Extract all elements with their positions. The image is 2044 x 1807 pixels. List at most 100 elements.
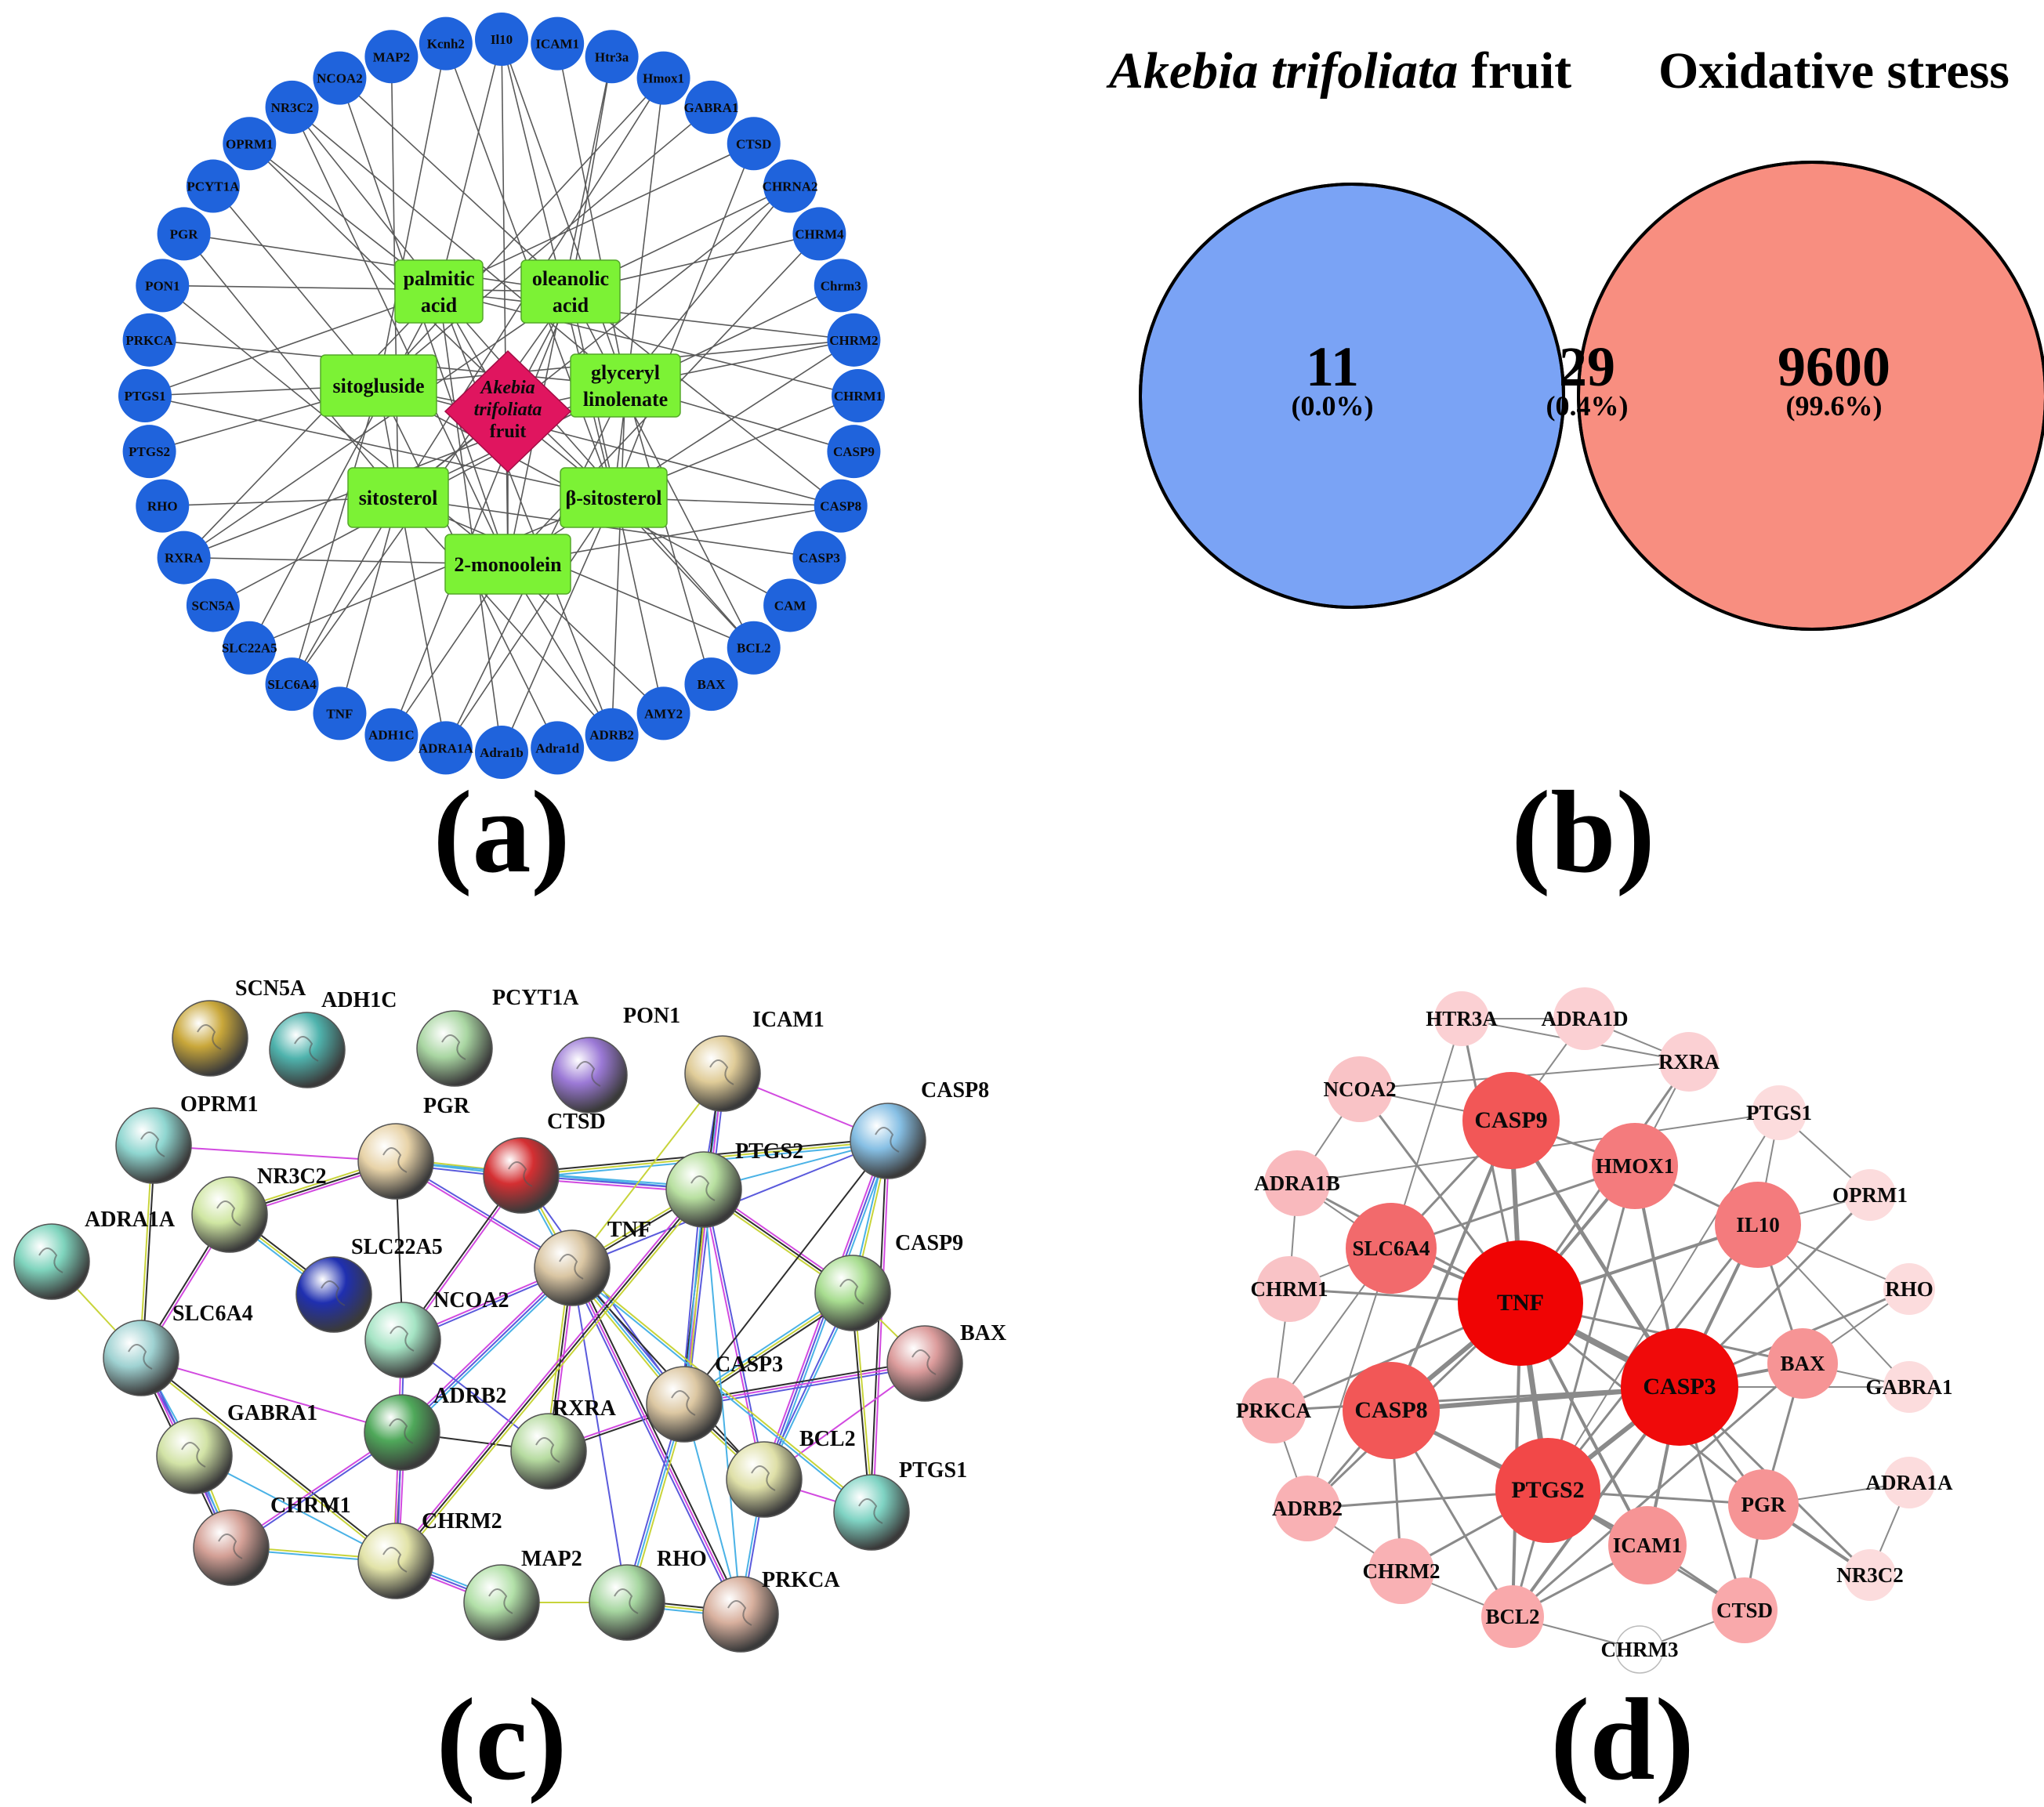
c-node-label: SLC22A5	[351, 1235, 443, 1259]
a-target-label: RXRA	[165, 551, 204, 566]
d-node-label: BAX	[1780, 1352, 1825, 1375]
a-target-node-slc22a5: SLC22A5	[222, 621, 277, 675]
a-target-node-hmox1: Hmox1	[636, 51, 690, 105]
d-node-label: ADRA1B	[1254, 1171, 1340, 1195]
d-node-rho: RHO	[1883, 1263, 1935, 1315]
a-target-label: PTGS1	[125, 389, 166, 404]
panel-b-label: (b)	[1511, 767, 1654, 897]
a-target-node-adh1c: ADH1C	[364, 708, 419, 762]
d-node-rxra: RXRA	[1658, 1032, 1720, 1092]
d-node-label: PRKCA	[1236, 1399, 1311, 1422]
a-compound-label: sitosterol	[359, 487, 438, 509]
a-compound-label: β-sitosterol	[566, 487, 662, 509]
a-compound-sitosterol: sitosterol	[347, 467, 449, 528]
d-node-label: ICAM1	[1613, 1534, 1683, 1557]
a-compound-label: oleanolic	[532, 267, 609, 290]
c-node-casp9: CASP9	[814, 1231, 963, 1331]
a-edge	[212, 186, 379, 386]
d-node-chrm1: CHRM1	[1251, 1256, 1328, 1322]
c-edge	[140, 1358, 396, 1563]
c-node-label: ADRB2	[433, 1384, 506, 1408]
a-target-label: CHRNA2	[763, 179, 818, 194]
a-compound-monoolein: 2-monoolein	[444, 534, 571, 595]
c-node-scn5a: SCN5A	[172, 976, 306, 1077]
a-edge	[438, 38, 502, 292]
d-node-label: OPRM1	[1832, 1183, 1908, 1207]
c-edge	[572, 1266, 873, 1512]
a-edge	[570, 291, 842, 507]
a-target-node-chrm4: CHRM4	[792, 207, 846, 261]
d-node-label: NCOA2	[1324, 1077, 1397, 1101]
d-node-adrb2: ADRB2	[1272, 1476, 1343, 1541]
d-node-label: PTGS2	[1511, 1477, 1584, 1503]
venn-overlap-pct: (0.4%)	[1546, 390, 1629, 422]
c-edge	[686, 1074, 727, 1405]
c-edge	[571, 1073, 723, 1269]
d-node-label: RXRA	[1658, 1050, 1720, 1074]
a-target-label: CHRM1	[834, 389, 882, 404]
a-target-label: CHRM4	[795, 226, 844, 241]
a-edge	[291, 107, 509, 565]
d-node-icam1: ICAM1	[1608, 1506, 1687, 1584]
c-node-adh1c: ADH1C	[269, 988, 397, 1088]
a-target-label: SCN5A	[191, 598, 235, 613]
d-node-slc6a4: SLC6A4	[1346, 1203, 1437, 1294]
d-node-label: IL10	[1736, 1213, 1780, 1237]
a-target-node-tnf: TNF	[313, 686, 367, 741]
panel-b-venn: Akebia trifoliata fruit Oxidative stress…	[1106, 42, 2044, 897]
a-target-node-ctsd: CTSD	[727, 117, 781, 171]
d-node-label: ADRB2	[1272, 1497, 1343, 1520]
c-node-label: CASP3	[715, 1353, 783, 1377]
a-target-node-scn5a: SCN5A	[186, 578, 240, 632]
c-node-nr3c2: NR3C2	[191, 1164, 327, 1253]
a-edge	[625, 385, 712, 685]
c-edge	[568, 1269, 739, 1616]
a-target-label: ADRA1A	[419, 741, 474, 755]
a-target-node-il10: Il10	[475, 13, 528, 66]
d-node-label: CHRM2	[1363, 1559, 1441, 1583]
c-node-label: PTGS2	[735, 1139, 803, 1164]
c-node-label: ADH1C	[321, 988, 397, 1012]
a-edge	[183, 233, 571, 292]
a-compound-label: linolenate	[583, 388, 668, 411]
c-node-ptgs1: PTGS1	[833, 1458, 967, 1551]
a-target-node-casp9: CASP9	[827, 425, 881, 479]
a-target-node-icam1: ICAM1	[531, 16, 585, 71]
c-node-bax: BAX	[886, 1321, 1006, 1402]
d-node-adra1d: ADRA1D	[1542, 987, 1629, 1050]
a-target-node-casp3: CASP3	[792, 531, 846, 585]
d-node-label: HMOX1	[1596, 1154, 1675, 1178]
d-node-gabra1: GABRA1	[1865, 1361, 1953, 1413]
d-edge	[1306, 1248, 1392, 1509]
a-target-node-adrb2: ADRB2	[585, 708, 639, 762]
a-target-node-ncoa2: NCOA2	[313, 51, 367, 105]
a-target-label: SLC22A5	[222, 641, 277, 656]
d-node-ctsd: CTSD	[1712, 1577, 1778, 1643]
c-node-adra1a: ADRA1A	[13, 1208, 176, 1300]
a-target-label: NR3C2	[271, 100, 313, 115]
a-edge	[613, 78, 665, 498]
venn-right-count: 9600	[1778, 335, 1890, 398]
d-node-label: CHRM3	[1601, 1638, 1679, 1661]
c-node-label: BAX	[960, 1321, 1006, 1345]
a-edge	[438, 291, 854, 341]
a-compound-label: acid	[421, 294, 458, 317]
c-node-label: CHRM2	[422, 1509, 502, 1534]
a-target-label: Htr3a	[595, 49, 629, 64]
d-node-adra1a: ADRA1A	[1866, 1457, 1953, 1508]
d-node-casp9: CASP9	[1462, 1072, 1560, 1169]
a-edge	[556, 43, 626, 386]
a-compound-label: sitogluside	[332, 375, 424, 397]
a-center-label: trifoliata	[474, 400, 542, 420]
c-node-label: CTSD	[547, 1110, 606, 1134]
d-node-label: ADRA1D	[1542, 1007, 1629, 1030]
d-node-label: HTR3A	[1426, 1007, 1498, 1030]
a-target-label: CASP3	[799, 551, 840, 566]
d-node-il10: IL10	[1715, 1182, 1801, 1268]
a-target-node-chrm1: CHRM1	[832, 369, 885, 422]
